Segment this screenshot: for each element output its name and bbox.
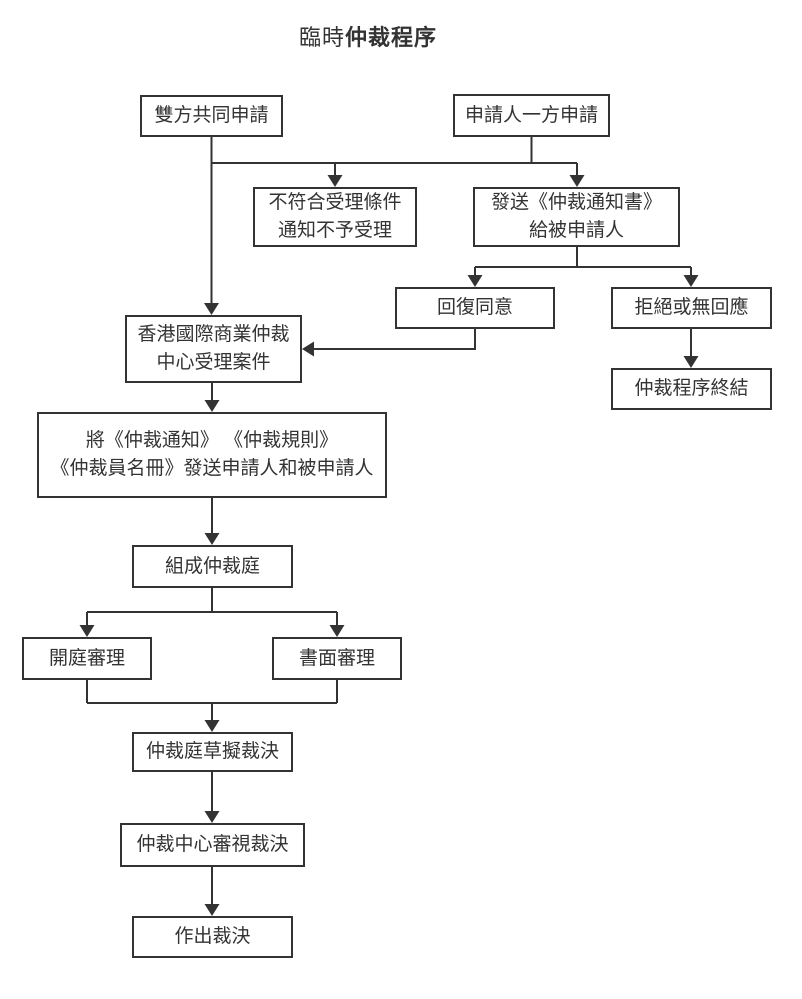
arrowhead-into-hk-center-right: [302, 341, 314, 357]
node-review-award: 仲裁中心審視裁決: [120, 823, 305, 867]
node-send-documents: 將《仲裁通知》 《仲裁規則》 《仲裁員名冊》發送申請人和被申請人: [37, 412, 387, 498]
node-refuse-no-reply: 拒絕或無回應: [611, 287, 772, 329]
arrowhead-into-hk-center-top: [204, 303, 219, 315]
arrowhead-into-written-review: [329, 625, 345, 637]
arrowhead-into-not-accept: [327, 175, 343, 187]
arrowhead-into-court-hearing: [79, 625, 95, 637]
node-written-review: 書面審理: [272, 637, 402, 680]
arrowhead-into-send-notice: [569, 175, 585, 187]
arrowhead-into-send-documents: [204, 400, 220, 412]
node-form-tribunal: 組成仲裁庭: [132, 545, 293, 588]
node-hk-center-accept: 香港國際商業仲裁 中心受理案件: [125, 315, 302, 383]
arrowhead-into-procedure-end: [683, 356, 699, 368]
node-draft-award: 仲裁庭草擬裁決: [132, 732, 293, 772]
arrowhead-into-refuse: [683, 275, 699, 287]
edge-reply-agree-to-hk-center: [312, 329, 476, 350]
node-court-hearing: 開庭審理: [22, 637, 152, 680]
arrowhead-into-form-tribunal: [204, 533, 220, 545]
diagram-title: 臨時仲裁程序: [299, 20, 437, 52]
node-reply-agree: 回復同意: [395, 287, 555, 329]
node-one-apply: 申請人一方申請: [453, 94, 610, 137]
arrowhead-into-reply-agree: [467, 275, 483, 287]
title-prefix: 臨時: [298, 25, 345, 50]
arrowhead-into-make-award: [204, 904, 220, 916]
node-make-award: 作出裁決: [132, 916, 293, 958]
title-emphasis: 仲裁程序: [345, 25, 438, 50]
node-both-apply: 雙方共同申請: [140, 95, 283, 137]
node-procedure-end: 仲裁程序終結: [611, 368, 772, 410]
node-send-notice: 發送《仲裁通知書》 給被申請人: [473, 187, 680, 247]
arrowhead-into-draft-award: [204, 720, 220, 732]
arrowhead-into-review-award: [204, 811, 220, 823]
node-not-accept: 不符合受理條件 通知不予受理: [253, 187, 417, 247]
